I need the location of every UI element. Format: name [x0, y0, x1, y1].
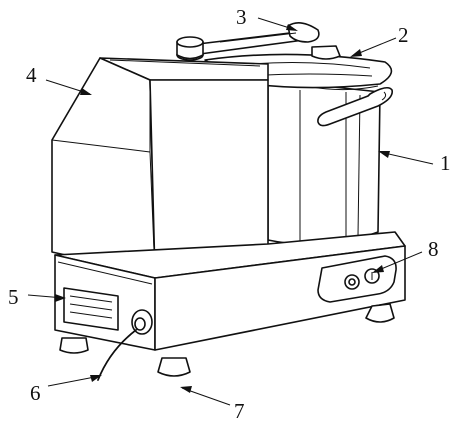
callout-3: 3 [236, 5, 247, 29]
power-cord [97, 309, 153, 381]
callout-5: 5 [8, 285, 19, 309]
callout-1: 1 [440, 151, 451, 175]
rating-plate [63, 287, 119, 331]
locking-lever [197, 22, 320, 55]
callout-2: 2 [398, 23, 409, 47]
bowl-handle [317, 86, 394, 127]
motor-housing [51, 36, 269, 276]
feet [59, 303, 395, 377]
callout-leaders [27, 17, 434, 406]
callout-6: 6 [30, 381, 41, 405]
callout-4: 4 [26, 63, 37, 87]
callout-7: 7 [234, 399, 245, 423]
callout-8: 8 [428, 237, 439, 261]
